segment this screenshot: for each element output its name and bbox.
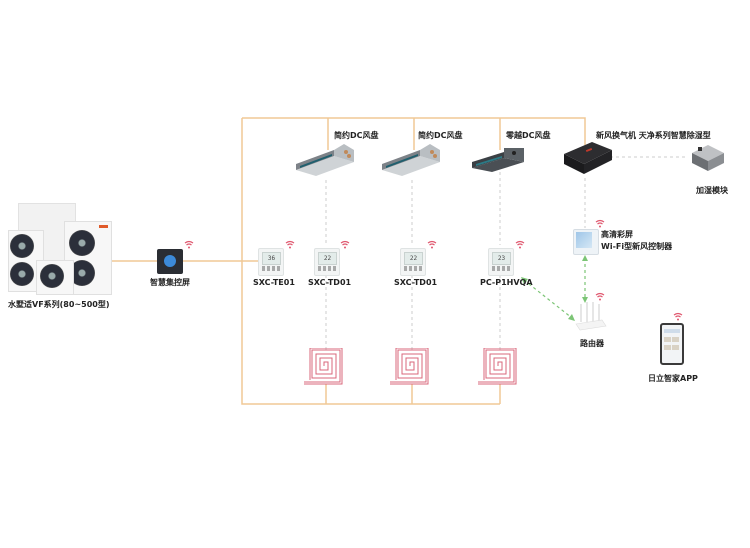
central-controller-screen[interactable]	[157, 249, 183, 274]
fancoil-label-2: 简约DC风盘	[418, 131, 463, 140]
wifi-icon	[427, 240, 437, 249]
router-label: 路由器	[580, 339, 604, 348]
floor-heating-coil-2	[390, 348, 429, 385]
fancoil-label-3: 零越DC风盘	[506, 131, 551, 140]
central-controller-label: 智慧集控屏	[150, 278, 190, 287]
fancoil-unit-3	[472, 148, 524, 172]
fancoil-unit-1	[296, 144, 354, 176]
wifi-icon	[595, 292, 605, 301]
thermostat-3[interactable]: 22	[400, 248, 426, 276]
fresh-air-label: 新风换气机 天净系列智慧除湿型	[596, 131, 711, 140]
fancoil-label-1: 简约DC风盘	[334, 131, 379, 140]
floor-heating-coil-1	[304, 348, 343, 385]
wifi-icon	[340, 240, 350, 249]
router[interactable]	[572, 302, 608, 332]
floor-heating-coil-3	[478, 348, 517, 385]
thermostat-1[interactable]: 36	[258, 248, 284, 276]
outdoor-unit-small	[36, 260, 74, 295]
fresh-air-controller-screen[interactable]	[573, 229, 599, 255]
humidifier-label: 加湿模块	[696, 186, 728, 195]
wifi-icon	[515, 240, 525, 249]
wifi-icon	[184, 240, 194, 249]
fresh-air-controller-label-1: 高清彩屏	[601, 230, 633, 239]
humidifier-module	[692, 145, 724, 171]
app-label: 日立智家APP	[648, 374, 698, 383]
thermostat-2[interactable]: 22	[314, 248, 340, 276]
outdoor-unit-group	[8, 203, 112, 295]
pipe-main-frame	[242, 117, 586, 145]
pipe-frame-left	[241, 118, 500, 405]
thermostat-label-4: PC-P1HVQA	[480, 278, 533, 287]
thermostat-4[interactable]: 23	[488, 248, 514, 276]
wifi-icon	[673, 312, 683, 321]
wifi-icon	[595, 219, 605, 228]
wifi-icon	[285, 240, 295, 249]
phone-app[interactable]	[660, 323, 684, 365]
fancoil-unit-2	[382, 144, 440, 176]
fresh-air-controller-label-2: Wi-Fi型新风控制器	[601, 242, 673, 251]
thermostat-label-3: SXC-TD01	[394, 278, 438, 287]
wifi-link-thermostat-router	[523, 279, 573, 319]
thermostat-label-1: SXC-TE01	[253, 278, 295, 287]
thermostat-label-2: SXC-TD01	[308, 278, 352, 287]
outdoor-unit-label: 水墅适VF系列(80~500型)	[8, 300, 110, 309]
fresh-air-unit	[564, 142, 612, 174]
